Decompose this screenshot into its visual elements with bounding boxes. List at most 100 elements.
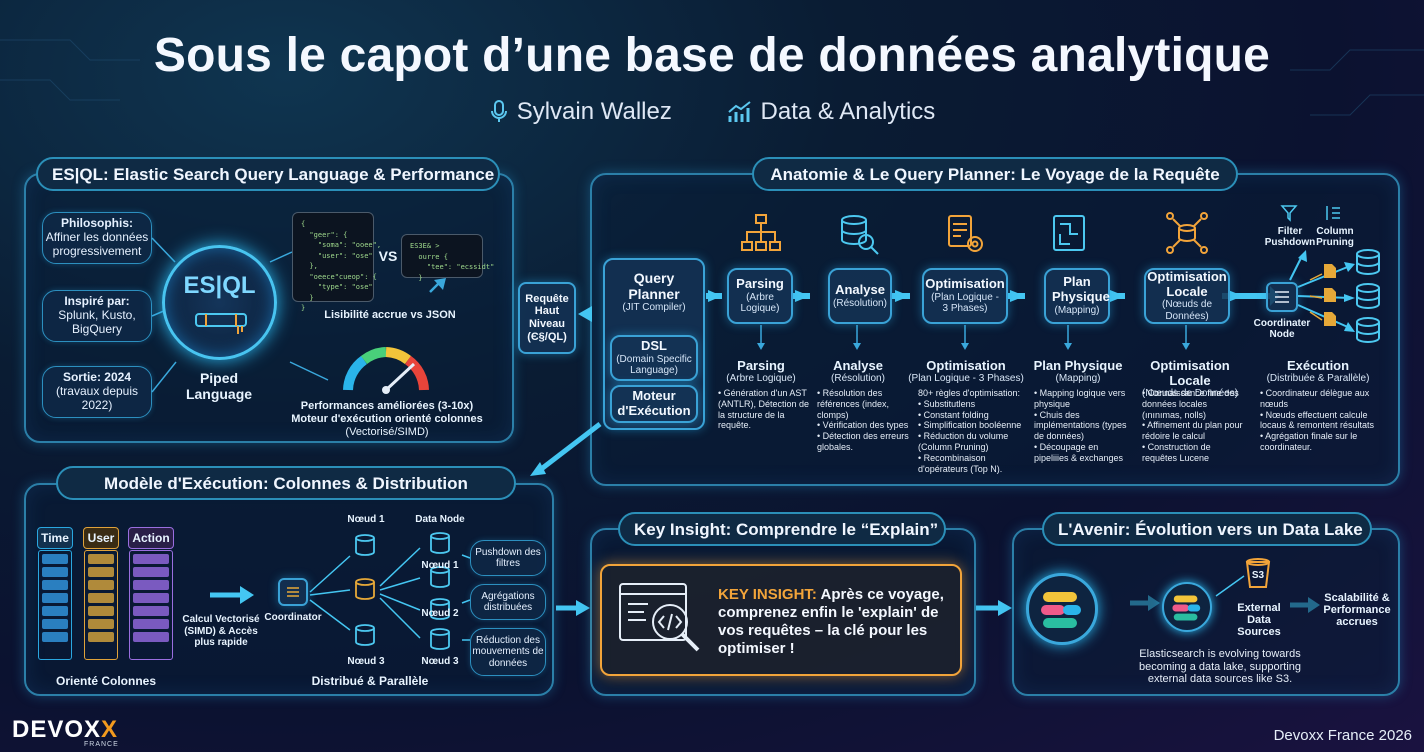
pushdown-pill: Pushdown des filtres (470, 540, 546, 576)
logo-subtitle: FRANCE (84, 741, 119, 748)
analyse-box-title: Analyse (835, 281, 885, 297)
coordinator-label: Coordinator (264, 612, 322, 623)
s3-bucket-icon (1245, 558, 1271, 588)
analyse-head: Analyse (Résolution) (815, 358, 901, 384)
column-oriented-label: Orienté Colonnes (55, 674, 156, 688)
elastic-logo-small (1162, 582, 1212, 632)
server-icon (1275, 291, 1289, 303)
insight-panel-title: Key Insight: Comprendre le “Explain” (618, 512, 946, 546)
anatomy-panel (590, 173, 1400, 486)
event-label: Devoxx France 2026 (1273, 727, 1412, 744)
subtitle: Sylvain Wallez Data & Analytics (0, 98, 1424, 131)
blueprint-icon (1053, 215, 1085, 251)
parsing-box: Parsing (Arbre Logique) (727, 268, 793, 324)
bullet: • Détection des erreurs globales. (817, 431, 909, 452)
parsing-head-title: Parsing (737, 358, 785, 373)
piped-language-label: Piped Language (185, 370, 253, 402)
parsing-head: Parsing (Arbre Logique) (718, 358, 804, 384)
inspired-pill: Inspiré par:Splunk, Kusto, BigQuery (42, 290, 152, 342)
physical-plan-box: Plan Physique (Mapping) (1044, 268, 1110, 324)
parsing-box-sub: (Arbre Logique) (740, 291, 780, 315)
optimisation-box-sub: (Plan Logique - 3 Phases) (931, 291, 999, 315)
request-box: Requête Haut Niveau (Є§/QL) (518, 282, 576, 354)
coordinator-box (278, 578, 308, 606)
perf-line-2: Moteur d'exécution orienté colonnes (291, 413, 483, 426)
execution-panel-title: Modèle d'Exécution: Colonnes & Distribut… (56, 466, 516, 500)
logo-x: X (101, 716, 119, 743)
analyse-box: Analyse (Résolution) (828, 268, 892, 324)
speaker: Sylvain Wallez (489, 98, 672, 126)
time-column-header: Time (37, 527, 73, 549)
speedometer-icon (343, 347, 429, 394)
file-icons (1324, 264, 1336, 326)
chart-icon (727, 101, 751, 122)
elastic-icon (1172, 595, 1201, 621)
optimisation-head-title: Optimisation (926, 358, 1006, 373)
time-column (38, 550, 72, 660)
parsing-box-title: Parsing (736, 276, 784, 292)
physical-plan-box-sub: (Mapping) (1054, 305, 1100, 317)
insight-label: KEY INSIGHT: (718, 586, 817, 603)
distributed-nodes-icons (355, 532, 450, 650)
insight-body: Après ce voyage, comprenez enfin le 'exp… (718, 586, 944, 657)
track-name: Data & Analytics (760, 98, 936, 125)
bullet: • Affinement du plan pour rédoire le cal… (1142, 420, 1243, 442)
s3-label: S3 (1251, 570, 1265, 581)
query-planner-sub: (JIT Compiler) (622, 302, 686, 314)
action-column-header: Action (128, 527, 174, 549)
execution-head-sub: (Distribuée & Parallèle) (1266, 373, 1370, 384)
s3-connector (1215, 575, 1245, 597)
engine-box: Moteur d'Exécution (610, 385, 698, 423)
elastic-logo-large (1026, 573, 1098, 645)
physical-plan-box-title: Plan Physique (1052, 274, 1110, 305)
user-column (84, 550, 118, 660)
insight-text: KEY INSIGHT: Après ce voyage, comprenez … (718, 586, 954, 658)
optimisation-box-title: Optimisation (925, 276, 1005, 292)
hierarchy-icon (741, 214, 781, 251)
inspired-text: Splunk, Kusto, BigQuery (58, 308, 136, 336)
node-1-label: Nœud 1 (347, 514, 385, 525)
esql-code-sample: ES3E& > ourre { "tee": "ecssidt" } (401, 234, 494, 282)
data-node-2-label: Nœud 2 (421, 608, 459, 619)
pipe-icon (195, 313, 247, 334)
bullet: • Nœuds effectuent calcule locaus & remo… (1260, 409, 1375, 431)
dsl-title: DSL (641, 338, 667, 354)
external-data-label: External Data Sources (1237, 602, 1281, 639)
microphone-icon (490, 100, 507, 122)
analyse-bullets: • Résolution des références (index, clom… (817, 388, 913, 453)
execution-head-title: Exécution (1286, 358, 1350, 373)
dsl-sub: (Domain Specific Language) (616, 353, 692, 377)
bullet: • Réduction du volume (Column Pruning) (918, 431, 1009, 452)
filter-icon (1280, 205, 1298, 222)
local-optimisation-head-sub: (Nœuds de Données) (1141, 388, 1239, 399)
data-nodes-icon (1166, 212, 1208, 254)
bullet: 80+ règles d'optimisation: (918, 388, 1021, 398)
performance-text: Performances améliorées (3-10x) Moteur d… (290, 400, 484, 440)
inspired-title: Inspiré par: (64, 294, 130, 309)
local-optimisation-box-title: Optimisation Locale (1147, 268, 1227, 299)
query-planner-title: Query Planner (628, 270, 680, 303)
bullet: • Vérification des types (817, 420, 909, 431)
philosophy-pill: Philosophis:Affiner les données progress… (42, 212, 152, 264)
action-column (129, 550, 173, 660)
esql-logo: ES|QL (183, 272, 256, 299)
philosophy-text: Affiner les données progressivement (45, 230, 149, 258)
engine-title: Moteur d'Exécution (617, 388, 691, 418)
coordinator-node-box (1266, 282, 1298, 312)
local-optimisation-box-sub: (Nœuds de Données) (1161, 299, 1212, 322)
database-search-icon (841, 215, 879, 255)
bullet: • Mapping logique vers physique (1034, 388, 1126, 409)
bullet: • Connaissance fine des données locales … (1142, 388, 1239, 420)
logo-text: DEVOX (12, 716, 102, 743)
distributed-label: Distribué & Parallèle (311, 674, 429, 688)
bullet: • Substitutlens (918, 398, 976, 409)
analyse-head-title: Analyse (833, 358, 883, 373)
future-panel-title: L'Avenir: Évolution vers un Data Lake (1042, 512, 1372, 546)
physical-plan-head-sub: (Mapping) (1055, 373, 1101, 384)
bullet: • Chuis des implémentations (types de do… (1034, 409, 1127, 442)
bullet: • Simplification booléenne (918, 420, 1022, 431)
analyse-box-sub: (Résolution) (833, 297, 887, 309)
vs-label: VS (378, 248, 398, 264)
optimisation-bullets: 80+ règles d'optimisation: • Substitutle… (918, 388, 1030, 474)
